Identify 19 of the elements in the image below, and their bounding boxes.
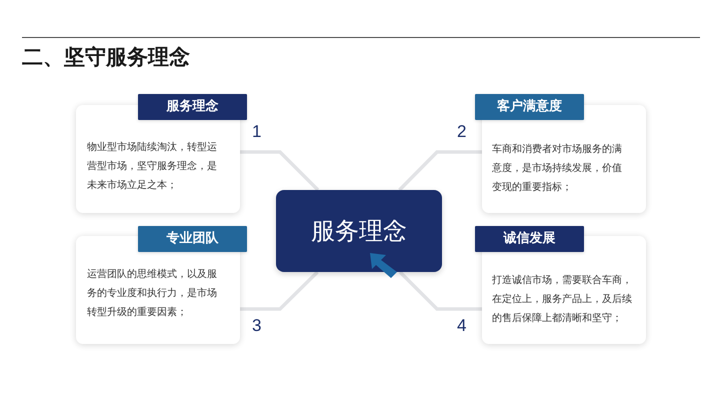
step-number: 1 (252, 122, 262, 142)
connector-line (240, 150, 320, 192)
card-text: 车商和消费者对市场服务的满意度，是市场持续发展，价值变现的重要指标； (492, 142, 623, 195)
page-title: 二、坚守服务理念 (22, 44, 190, 70)
connector-line (398, 270, 482, 311)
center-title: 服务理念 (311, 216, 407, 246)
card-text: 物业型市场陆续淘汰，转型运营型市场，坚守服务理念，是未来市场立足之本； (87, 140, 218, 193)
connector-line (398, 150, 482, 192)
card-heading: 专业团队 (138, 226, 247, 252)
step-number: 4 (457, 316, 466, 336)
card-heading: 服务理念 (138, 94, 247, 120)
card-text: 打造诚信市场，需要联合车商，在定位上，服务产品上，及后续的售后保障上都清晰和坚守； (492, 274, 633, 326)
card-heading: 客户满意度 (475, 94, 584, 120)
card-heading: 诚信发展 (475, 226, 584, 252)
step-number: 2 (457, 122, 466, 142)
connector-line (240, 270, 319, 311)
step-number: 3 (252, 316, 262, 336)
center-box (276, 190, 442, 272)
card-text: 运营团队的思维模式，以及服务的专业度和执行力，是市场转型升级的重要因素； (87, 268, 218, 320)
